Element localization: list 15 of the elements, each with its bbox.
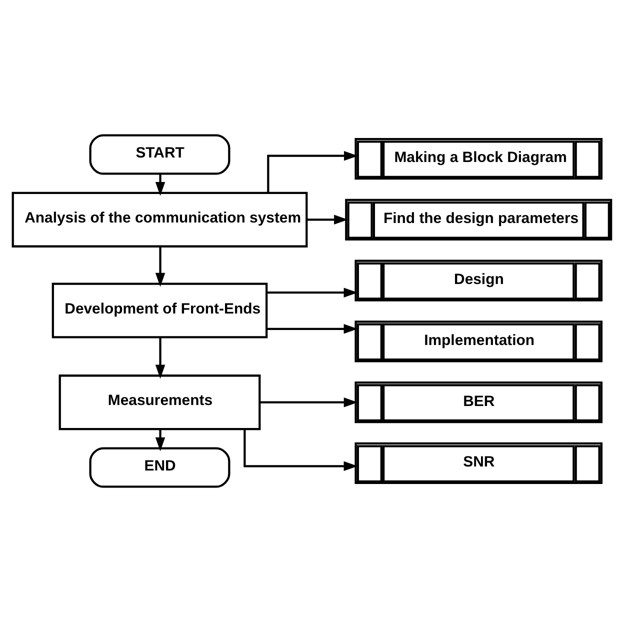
arrow [267,150,358,192]
arrow [266,287,358,297]
arrow [155,428,166,451]
arrow [155,174,166,196]
arrow [307,214,348,224]
arrow [244,428,358,471]
node-box: Analysis of the communication system [12,191,308,247]
node-box: Development of Front-Ends [52,282,268,338]
arrow [260,396,358,407]
node-box: Measurements [58,374,261,430]
node-box: END [89,446,230,488]
arrow [155,337,166,378]
node-box: START [89,134,230,174]
arrow [155,246,166,286]
arrow [266,324,358,334]
